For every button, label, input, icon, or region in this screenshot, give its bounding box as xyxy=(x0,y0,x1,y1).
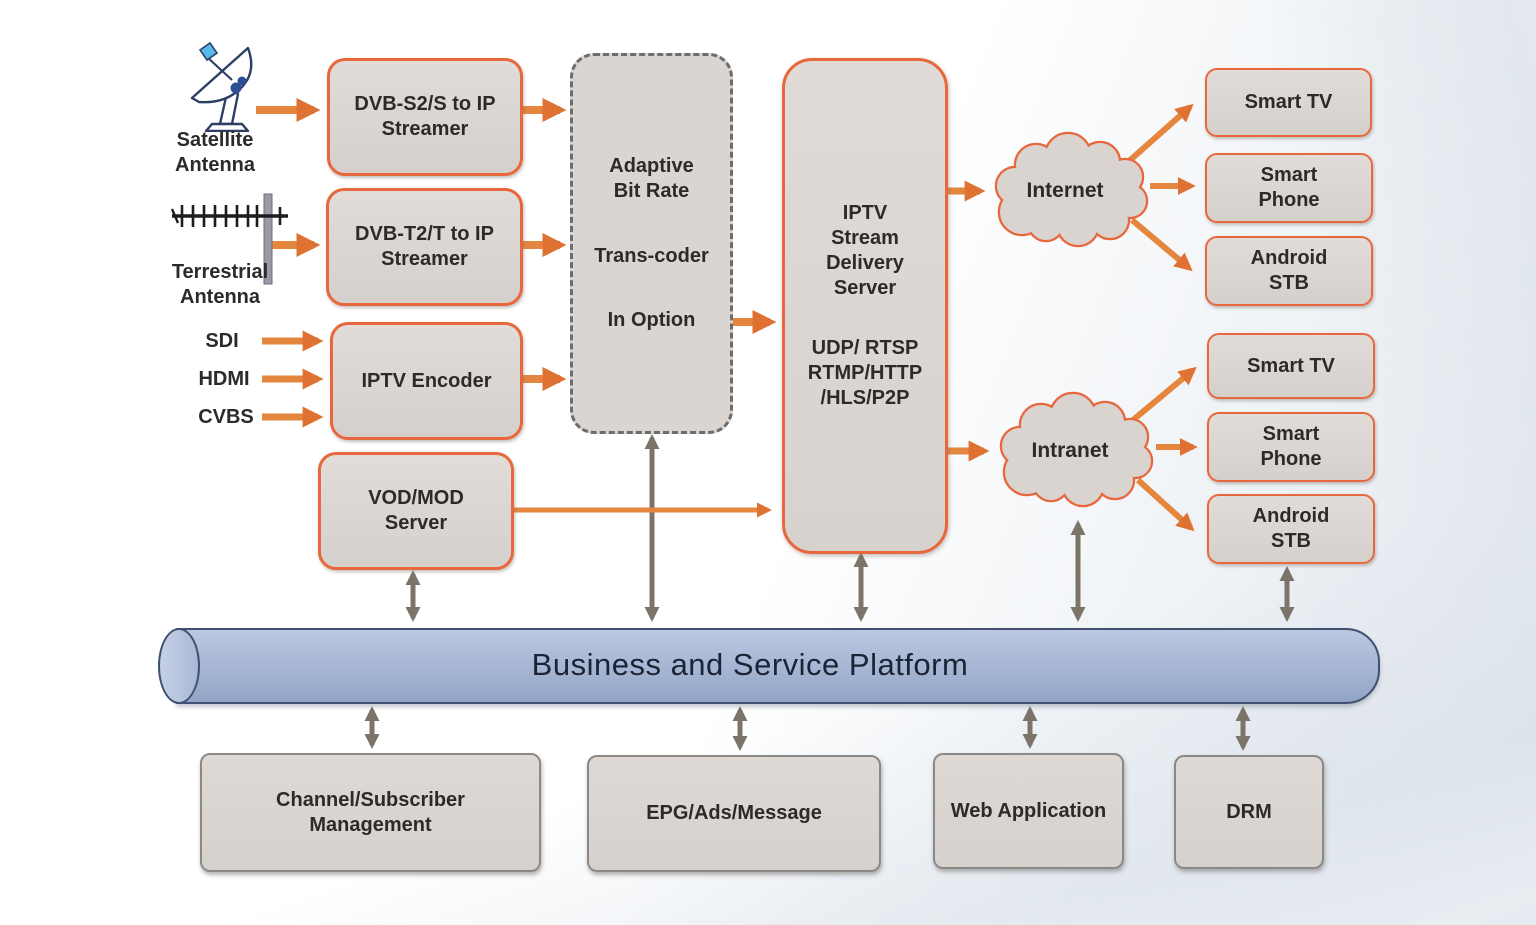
drm-box: DRM xyxy=(1174,755,1324,869)
internet-label: Internet xyxy=(1026,178,1104,202)
iptv-encoder-box: IPTV Encoder xyxy=(330,322,523,440)
device-android-stb-internet: Android STB xyxy=(1205,236,1373,306)
delivery-server-title: IPTV Stream Delivery Server xyxy=(826,202,904,299)
platform-label: Business and Service Platform xyxy=(531,647,969,682)
device-android-stb-intranet: Android STB xyxy=(1207,494,1375,564)
intranet-label: Intranet xyxy=(1031,438,1109,462)
internet-cloud: Internet xyxy=(988,128,1158,254)
device-smart-tv-intranet: Smart TV xyxy=(1207,333,1375,399)
transcoder-line-2: Trans-coder xyxy=(594,244,709,267)
device-smart-tv-internet: Smart TV xyxy=(1205,68,1372,137)
satellite-dish-icon xyxy=(190,41,253,132)
platform-left-cap xyxy=(158,628,200,704)
dvb-s-streamer-box: DVB-S2/S to IP Streamer xyxy=(327,58,523,176)
transcoder-line-3: In Option xyxy=(607,309,696,332)
dvb-t-streamer-box: DVB-T2/T to IP Streamer xyxy=(326,188,523,306)
input-label-hdmi: HDMI xyxy=(198,368,250,390)
epg-ads-message-box: EPG/Ads/Message xyxy=(587,755,881,872)
input-label-sdi: SDI xyxy=(205,330,239,352)
cloud-icon xyxy=(999,391,1154,508)
terrestrial-antenna-icon xyxy=(170,193,288,285)
cloud-icon xyxy=(994,131,1149,248)
vod-mod-server-box: VOD/MOD Server xyxy=(318,452,514,570)
iptv-stream-delivery-server-box: IPTV Stream Delivery Server UDP/ RTSP RT… xyxy=(782,58,948,554)
web-application-box: Web Application xyxy=(933,753,1124,869)
intranet-cloud: Intranet xyxy=(993,388,1163,514)
channel-subscriber-management-box: Channel/Subscriber Management xyxy=(200,753,541,872)
input-label-cvbs: CVBS xyxy=(198,406,254,428)
transcoder-line-1: Adaptive Bit Rate xyxy=(609,154,694,202)
delivery-server-protocols: UDP/ RTSP RTMP/HTTP /HLS/P2P xyxy=(807,337,923,409)
adaptive-bitrate-transcoder-box: Adaptive Bit Rate Trans-coder In Option xyxy=(570,53,733,434)
gray-double-arrows xyxy=(364,434,1295,751)
orange-flow-arrows xyxy=(256,98,1198,532)
satellite-antenna-label: Satellite Antenna xyxy=(175,129,255,176)
device-smart-phone-internet: Smart Phone xyxy=(1205,153,1373,223)
business-service-platform-bar xyxy=(176,628,1380,704)
device-smart-phone-intranet: Smart Phone xyxy=(1207,412,1375,482)
terrestrial-antenna-label: Terrestrial Antenna xyxy=(171,261,269,308)
